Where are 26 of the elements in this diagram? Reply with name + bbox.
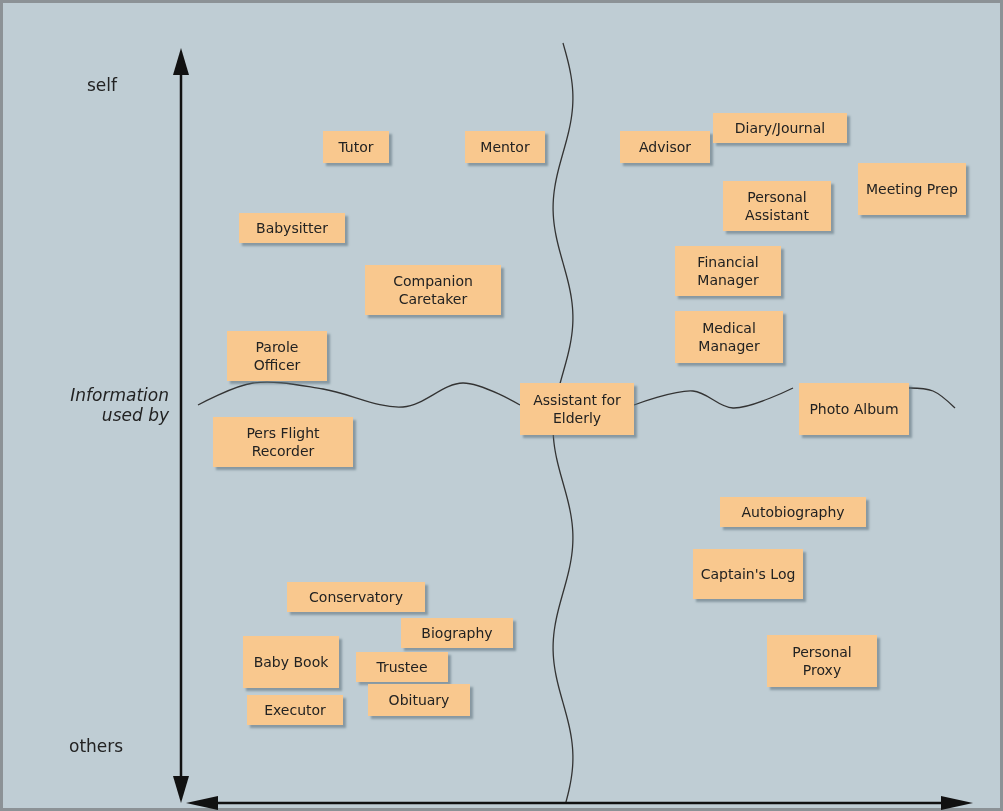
role-box: Companion Caretaker [365, 265, 501, 315]
role-box: Personal Assistant [723, 181, 831, 231]
role-box: Captain's Log [693, 549, 803, 599]
axis-label: self [87, 75, 119, 95]
axis-title: Information used by [69, 385, 169, 425]
role-box: Baby Book [243, 636, 339, 688]
role-box: Mentor [465, 131, 545, 163]
role-box: Autobiography [720, 497, 866, 527]
role-box: Diary/Journal [713, 113, 847, 143]
role-box: Assistant for Elderly [520, 383, 634, 435]
role-box: Advisor [620, 131, 710, 163]
role-box: Financial Manager [675, 246, 781, 296]
role-box: Pers Flight Recorder [213, 417, 353, 467]
role-box: Meeting Prep [858, 163, 966, 215]
role-box: Obituary [368, 684, 470, 716]
role-box: Personal Proxy [767, 635, 877, 687]
role-box: Tutor [323, 131, 389, 163]
role-box: Conservatory [287, 582, 425, 612]
role-box: Babysitter [239, 213, 345, 243]
role-box: Biography [401, 618, 513, 648]
role-box: Trustee [356, 652, 448, 682]
role-box: Parole Officer [227, 331, 327, 381]
role-box: Executor [247, 695, 343, 725]
axis-label: others [69, 736, 125, 756]
role-box: Medical Manager [675, 311, 783, 363]
role-box: Photo Album [799, 383, 909, 435]
